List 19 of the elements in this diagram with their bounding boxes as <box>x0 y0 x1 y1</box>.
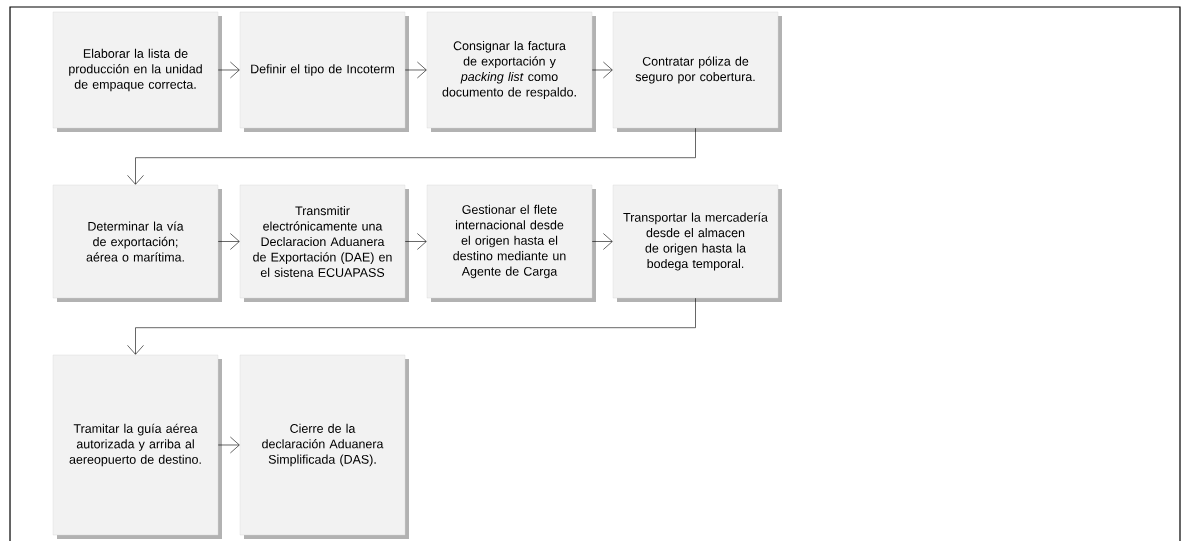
arrow <box>591 61 613 79</box>
process-box: Determinar la vía de exportación; aérea o marítima. <box>52 184 222 302</box>
arrow <box>591 233 613 250</box>
arrow <box>404 233 427 250</box>
arrow <box>127 127 696 185</box>
arrow <box>217 233 240 250</box>
arrow <box>404 61 427 79</box>
process-box: Contratar póliza de seguro por cobertura. <box>612 11 782 132</box>
process-box: Cierre de la declaración Aduanera Simplificada (DAS). <box>239 354 409 539</box>
process-box: Transportar la mercadería desde el almacen de origen hasta la bodega temporal. <box>612 184 782 302</box>
process-box: Definir el tipo de Incoterm <box>239 11 409 132</box>
arrow <box>217 436 240 454</box>
process-box: Elaborar la lista de producción en la unidad de empaque correcta. <box>52 11 222 132</box>
process-box: Tramitar la guía aérea autorizada y arriba al aereopuerto de destino. <box>52 354 222 539</box>
arrow <box>127 297 696 355</box>
process-box: Consignar la factura de exportación y packing list como documento de respaldo. <box>426 11 596 132</box>
process-box: Gestionar el flete internacional desde el origen hasta el destino mediante un Agente de Carga <box>426 184 596 302</box>
arrow <box>217 61 240 79</box>
process-box: Transmitir electrónicamente una Declaracion Aduanera de Exportación (DAE) en el sistena ECUAPASS <box>239 184 409 302</box>
